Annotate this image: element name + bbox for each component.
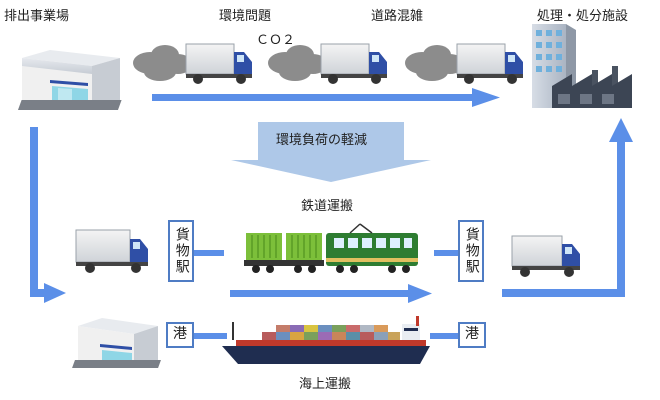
container-ship-icon <box>222 316 430 364</box>
truck-icon <box>511 235 580 277</box>
discharge-building-icon <box>17 50 122 110</box>
discharge-site-label: 排出事業場 <box>4 9 70 24</box>
station-connectors <box>193 250 458 339</box>
reduction-label: 環境負荷の軽減 <box>276 133 368 148</box>
truck-icon <box>320 43 387 84</box>
right-up-arrow <box>502 118 633 297</box>
traffic-label: 道路混雑 <box>371 9 424 24</box>
port-right: 港 <box>458 322 486 348</box>
rail-transport-label: 鉄道運搬 <box>301 199 354 214</box>
left-down-arrow <box>30 127 66 303</box>
freight-train-icon <box>244 223 418 273</box>
port-left: 港 <box>166 322 194 348</box>
truck-icon <box>75 229 148 273</box>
freight-station-left: 貨物駅 <box>168 220 194 282</box>
sea-transport-label: 海上運搬 <box>299 377 352 392</box>
port-building-icon <box>72 318 161 368</box>
disposal-facility-icon <box>532 24 632 108</box>
reduction-arrow <box>231 122 431 182</box>
truck-icon <box>185 43 252 84</box>
smoke-icon <box>268 45 327 81</box>
co2-label: ＣＯ２ <box>256 33 296 48</box>
top-route-arrow <box>152 88 500 107</box>
smoke-icon <box>405 45 464 81</box>
freight-station-right: 貨物駅 <box>458 220 484 282</box>
truck-icon <box>456 43 523 84</box>
disposal-facility-label: 処理・処分施設 <box>537 9 629 24</box>
env-issue-label: 環境問題 <box>219 9 272 24</box>
smoke-icon <box>133 45 192 81</box>
rail-route-arrow <box>230 284 432 303</box>
smoke-clouds <box>133 45 464 81</box>
